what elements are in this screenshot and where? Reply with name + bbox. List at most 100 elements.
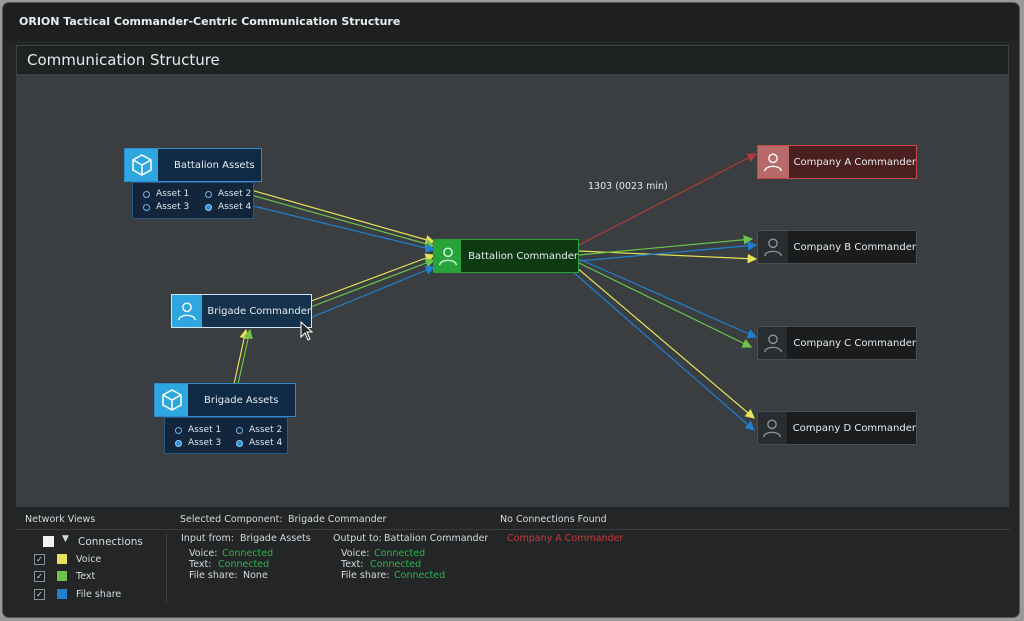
brigade-commander-label: Brigade Commander: [207, 305, 311, 317]
brigade-assets-list: Asset 1 Asset 2 Asset 3 Asset 4: [164, 417, 288, 454]
collapse-triangle-icon[interactable]: ▼: [62, 534, 69, 544]
edge-text-brigade-commander: [307, 258, 436, 309]
battalion-assets-label: Battalion Assets: [174, 159, 255, 171]
edge-text-battalion-assets: [250, 194, 436, 249]
radio-button[interactable]: [175, 426, 182, 434]
brigade-commander-node[interactable]: Brigade Commander: [171, 294, 312, 328]
output-text-status: Connected: [370, 559, 422, 570]
text-label: Text: [76, 571, 96, 582]
edge-voice-company-d: [575, 266, 755, 419]
radio-button[interactable]: [236, 426, 243, 434]
asset-item[interactable]: Asset 1: [175, 425, 221, 435]
output-voice-label: Voice:: [341, 548, 370, 559]
output-voice-status: Connected: [374, 548, 426, 559]
radio-button[interactable]: [143, 203, 150, 211]
edge-voice-brigade-commander: [305, 253, 436, 304]
edge-text-brigade-assets: [237, 328, 253, 385]
output-text-label: Text:: [341, 559, 364, 570]
edge-voice-battalion-assets: [250, 189, 436, 245]
input-voice-status: Connected: [222, 548, 274, 559]
section-header: Communication Structure: [16, 45, 1009, 75]
radio-button[interactable]: [205, 190, 212, 198]
section-title: Communication Structure: [27, 51, 220, 69]
user-icon: [758, 327, 788, 359]
input-text-label: Text:: [189, 559, 212, 570]
connections-master-checkbox[interactable]: [43, 536, 54, 547]
connection-graph: [233, 153, 758, 431]
radio-button[interactable]: [175, 439, 182, 447]
connections-header: Connections: [78, 536, 143, 548]
battalion-assets-list: Asset 1 Asset 2 Asset 3 Asset 4: [132, 182, 254, 219]
company-b-commander-node[interactable]: Company B Commander: [757, 230, 917, 264]
user-icon: [758, 146, 789, 178]
company-c-commander-label: Company C Commander: [793, 337, 916, 349]
cube-icon: [125, 149, 158, 181]
edge-file-company-b: [578, 240, 758, 262]
battalion-assets-node[interactable]: Battalion Assets: [124, 148, 262, 182]
user-icon: [434, 240, 462, 272]
company-b-commander-label: Company B Commander: [793, 241, 916, 253]
edge-text-company-b: [578, 234, 754, 256]
output-fileshare-status: Connected: [394, 570, 446, 581]
company-a-commander-node[interactable]: Company A Commander: [757, 145, 917, 179]
divider: [166, 534, 167, 602]
radio-button[interactable]: [143, 190, 150, 198]
company-d-commander-label: Company D Commander: [792, 422, 916, 434]
voice-label: Voice: [76, 554, 102, 565]
edge-file-brigade-commander: [309, 265, 436, 319]
divider: [15, 529, 1010, 530]
output-fileshare-label: File share:: [341, 570, 390, 581]
user-icon: [758, 231, 788, 263]
brigade-assets-label: Brigade Assets: [204, 394, 279, 406]
title-bar: ORION Tactical Commander-Centric Communi…: [3, 3, 1019, 41]
fileshare-checkbox[interactable]: ✓: [34, 589, 45, 600]
no-connections-label: No Connections Found: [500, 514, 607, 525]
edge-duration-label: 1303 (0023 min): [588, 181, 668, 192]
output-to-value: Battalion Commander: [384, 533, 489, 544]
asset-item[interactable]: Asset 1: [143, 189, 189, 199]
battalion-commander-label: Battalion Commander: [468, 250, 578, 262]
brigade-assets-node[interactable]: Brigade Assets: [154, 383, 296, 417]
input-from-value: Brigade Assets: [240, 533, 311, 544]
edge-file-company-c: [578, 258, 758, 339]
user-icon: [172, 295, 203, 327]
text-color-swatch: [57, 571, 67, 581]
input-fileshare-status: None: [243, 570, 268, 581]
radio-button[interactable]: [205, 203, 212, 211]
edge-alert-company-a: [578, 153, 758, 246]
asset-item[interactable]: Asset 2: [205, 189, 251, 199]
radio-button[interactable]: [236, 439, 243, 447]
asset-item[interactable]: Asset 3: [175, 438, 221, 448]
info-panel: Network Views Selected Component: Brigad…: [3, 508, 1019, 617]
company-c-commander-node[interactable]: Company C Commander: [757, 326, 917, 360]
selected-component-prefix: Selected Component:: [180, 514, 283, 525]
cube-icon: [155, 384, 188, 416]
company-d-commander-node[interactable]: Company D Commander: [757, 411, 917, 445]
asset-item[interactable]: Asset 2: [236, 425, 282, 435]
edge-text-company-c: [578, 262, 753, 348]
user-icon: [758, 412, 787, 444]
output-to-prefix: Output to:: [333, 533, 382, 544]
fileshare-label: File share: [76, 589, 122, 600]
window-title: ORION Tactical Commander-Centric Communi…: [19, 15, 401, 28]
input-fileshare-label: File share:: [189, 570, 238, 581]
asset-item[interactable]: Asset 4: [236, 438, 282, 448]
edge-file-company-d: [571, 270, 755, 431]
input-text-status: Connected: [218, 559, 270, 570]
input-voice-label: Voice:: [189, 548, 218, 559]
asset-item[interactable]: Asset 3: [143, 202, 189, 212]
asset-item[interactable]: Asset 4: [205, 202, 251, 212]
battalion-commander-node[interactable]: Battalion Commander: [433, 239, 579, 273]
app-window: ORION Tactical Commander-Centric Communi…: [3, 3, 1019, 617]
selected-component-value: Brigade Commander: [288, 514, 387, 525]
text-checkbox[interactable]: ✓: [34, 571, 45, 582]
company-a-commander-label: Company A Commander: [793, 156, 916, 168]
mouse-cursor-icon: [300, 321, 314, 341]
network-views-label: Network Views: [25, 514, 96, 525]
voice-color-swatch: [57, 554, 67, 564]
input-from-prefix: Input from:: [181, 533, 234, 544]
voice-checkbox[interactable]: ✓: [34, 554, 45, 565]
edge-file-battalion-assets: [240, 202, 436, 253]
fileshare-color-swatch: [57, 589, 67, 599]
network-canvas[interactable]: 1303 (0023 min) Battalion Assets Asset 1…: [16, 75, 1009, 507]
